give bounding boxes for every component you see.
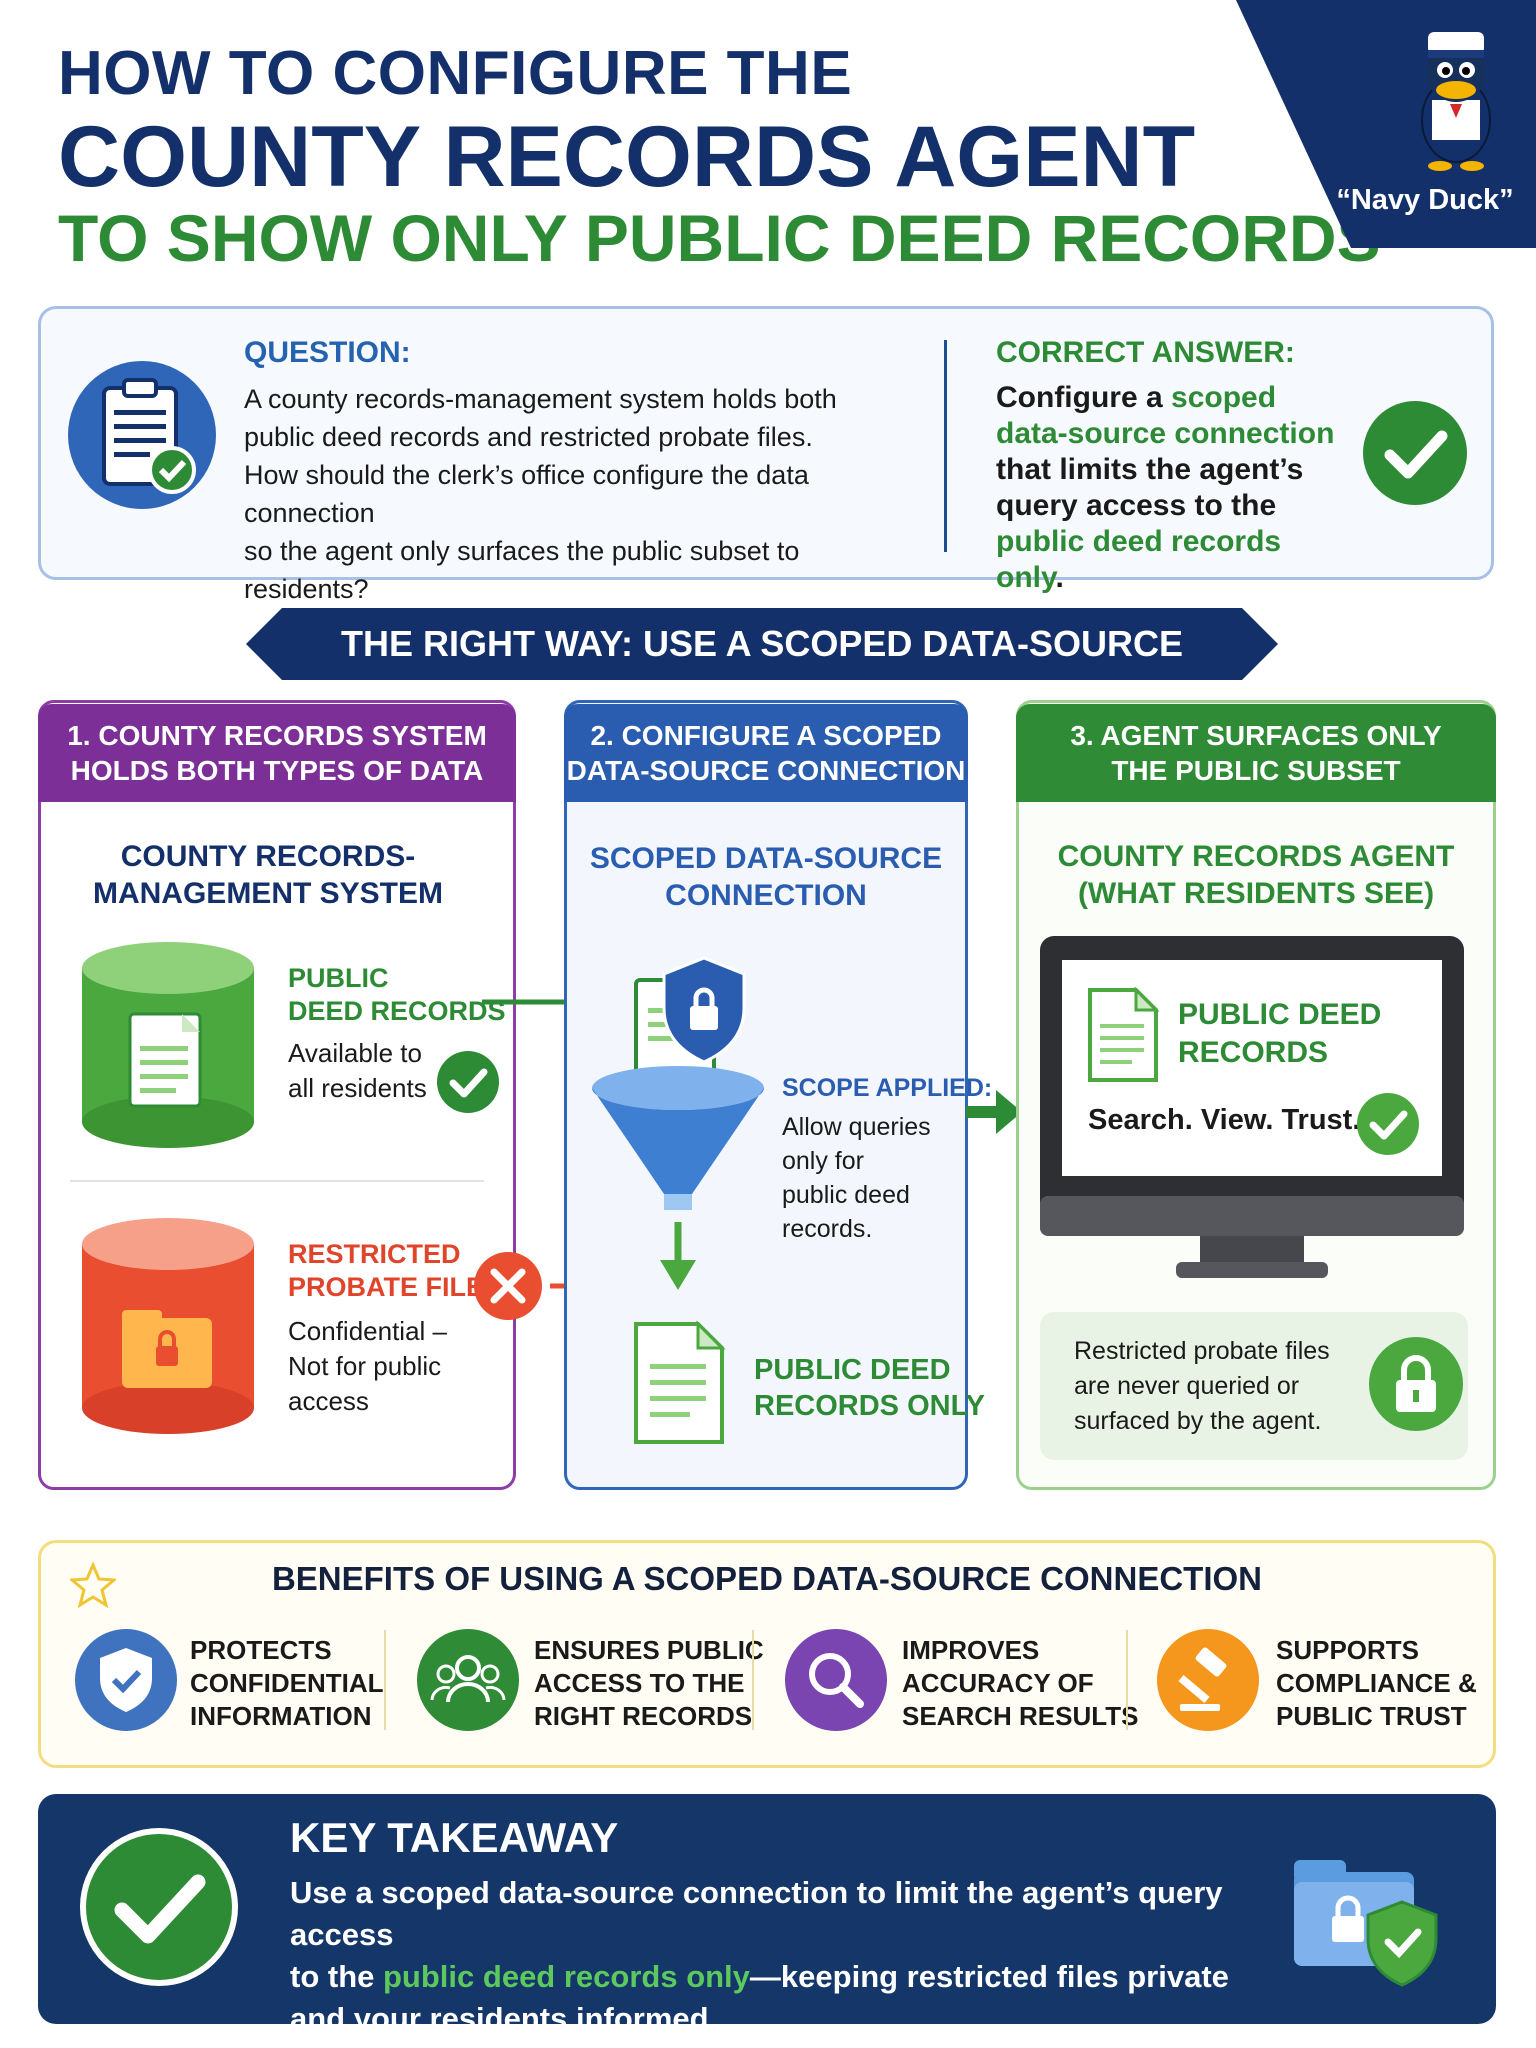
mascot-corner — [1236, 0, 1536, 248]
question-text: A county records-management system holds… — [244, 384, 837, 604]
takeaway-text: Use a scoped data-source connection to l… — [290, 1875, 1229, 2036]
question-answer-panel — [38, 306, 1494, 580]
check-circle-icon — [80, 1828, 238, 1986]
clipboard-check-icon — [68, 361, 216, 509]
step-1-subheading: COUNTY RECORDS-MANAGEMENT SYSTEM — [92, 840, 443, 910]
benefit-divider — [384, 1630, 386, 1730]
screen-tagline: Search. View. Trust. — [1088, 1104, 1361, 1136]
public-database-icon — [82, 942, 254, 1148]
benefits-title: BENEFITS OF USING A SCOPED DATA-SOURCE C… — [271, 1560, 1263, 1597]
section-banner: THE RIGHT WAY: USE A SCOPED DATA-SOURCE … — [340, 623, 1184, 736]
check-circle-icon — [1363, 401, 1467, 505]
banner-shape — [246, 608, 1278, 680]
takeaway-title: KEY TAKEAWAY — [290, 1814, 619, 1861]
title-line-2: COUNTY RECORDS AGENT — [58, 109, 1196, 205]
gavel-icon — [1157, 1629, 1259, 1731]
qa-divider — [944, 340, 947, 552]
title-line-3: TO SHOW ONLY PUBLIC DEED RECORDS — [58, 201, 1381, 275]
document-icon — [1088, 986, 1160, 1082]
people-icon — [417, 1629, 519, 1731]
star-icon — [70, 1562, 116, 1608]
arrow-right-icon — [966, 1090, 1022, 1134]
magnifier-icon — [785, 1629, 887, 1731]
title-line-1: HOW TO CONFIGURE THE — [58, 39, 853, 108]
section-divider — [70, 1180, 484, 1182]
filter-funnel-icon — [592, 956, 764, 1290]
question-heading: QUESTION: — [244, 336, 411, 369]
padlock-icon — [1369, 1337, 1463, 1431]
key-takeaway-panel — [38, 1794, 1496, 2024]
duck-icon — [1421, 32, 1491, 171]
benefit-divider — [1126, 1630, 1128, 1730]
check-circle-icon — [1357, 1093, 1419, 1155]
benefits-panel — [38, 1540, 1496, 1768]
answer-heading: CORRECT ANSWER: — [996, 336, 1295, 369]
scope-heading: SCOPE APPLIED: — [782, 1074, 993, 1102]
restricted-database-icon — [82, 1218, 254, 1434]
shield-check-icon — [75, 1629, 177, 1731]
folder-lock-shield-icon — [1294, 1860, 1438, 1987]
step-3-subheading: COUNTY RECORDS AGENT(WHAT RESIDENTS SEE) — [1057, 840, 1455, 910]
document-icon — [634, 1320, 726, 1444]
benefit-divider — [752, 1630, 754, 1730]
check-circle-icon — [437, 1051, 499, 1113]
mascot-label: “Navy Duck” — [1336, 184, 1514, 216]
answer-text: Configure a scoped data-source connectio… — [996, 381, 1335, 594]
